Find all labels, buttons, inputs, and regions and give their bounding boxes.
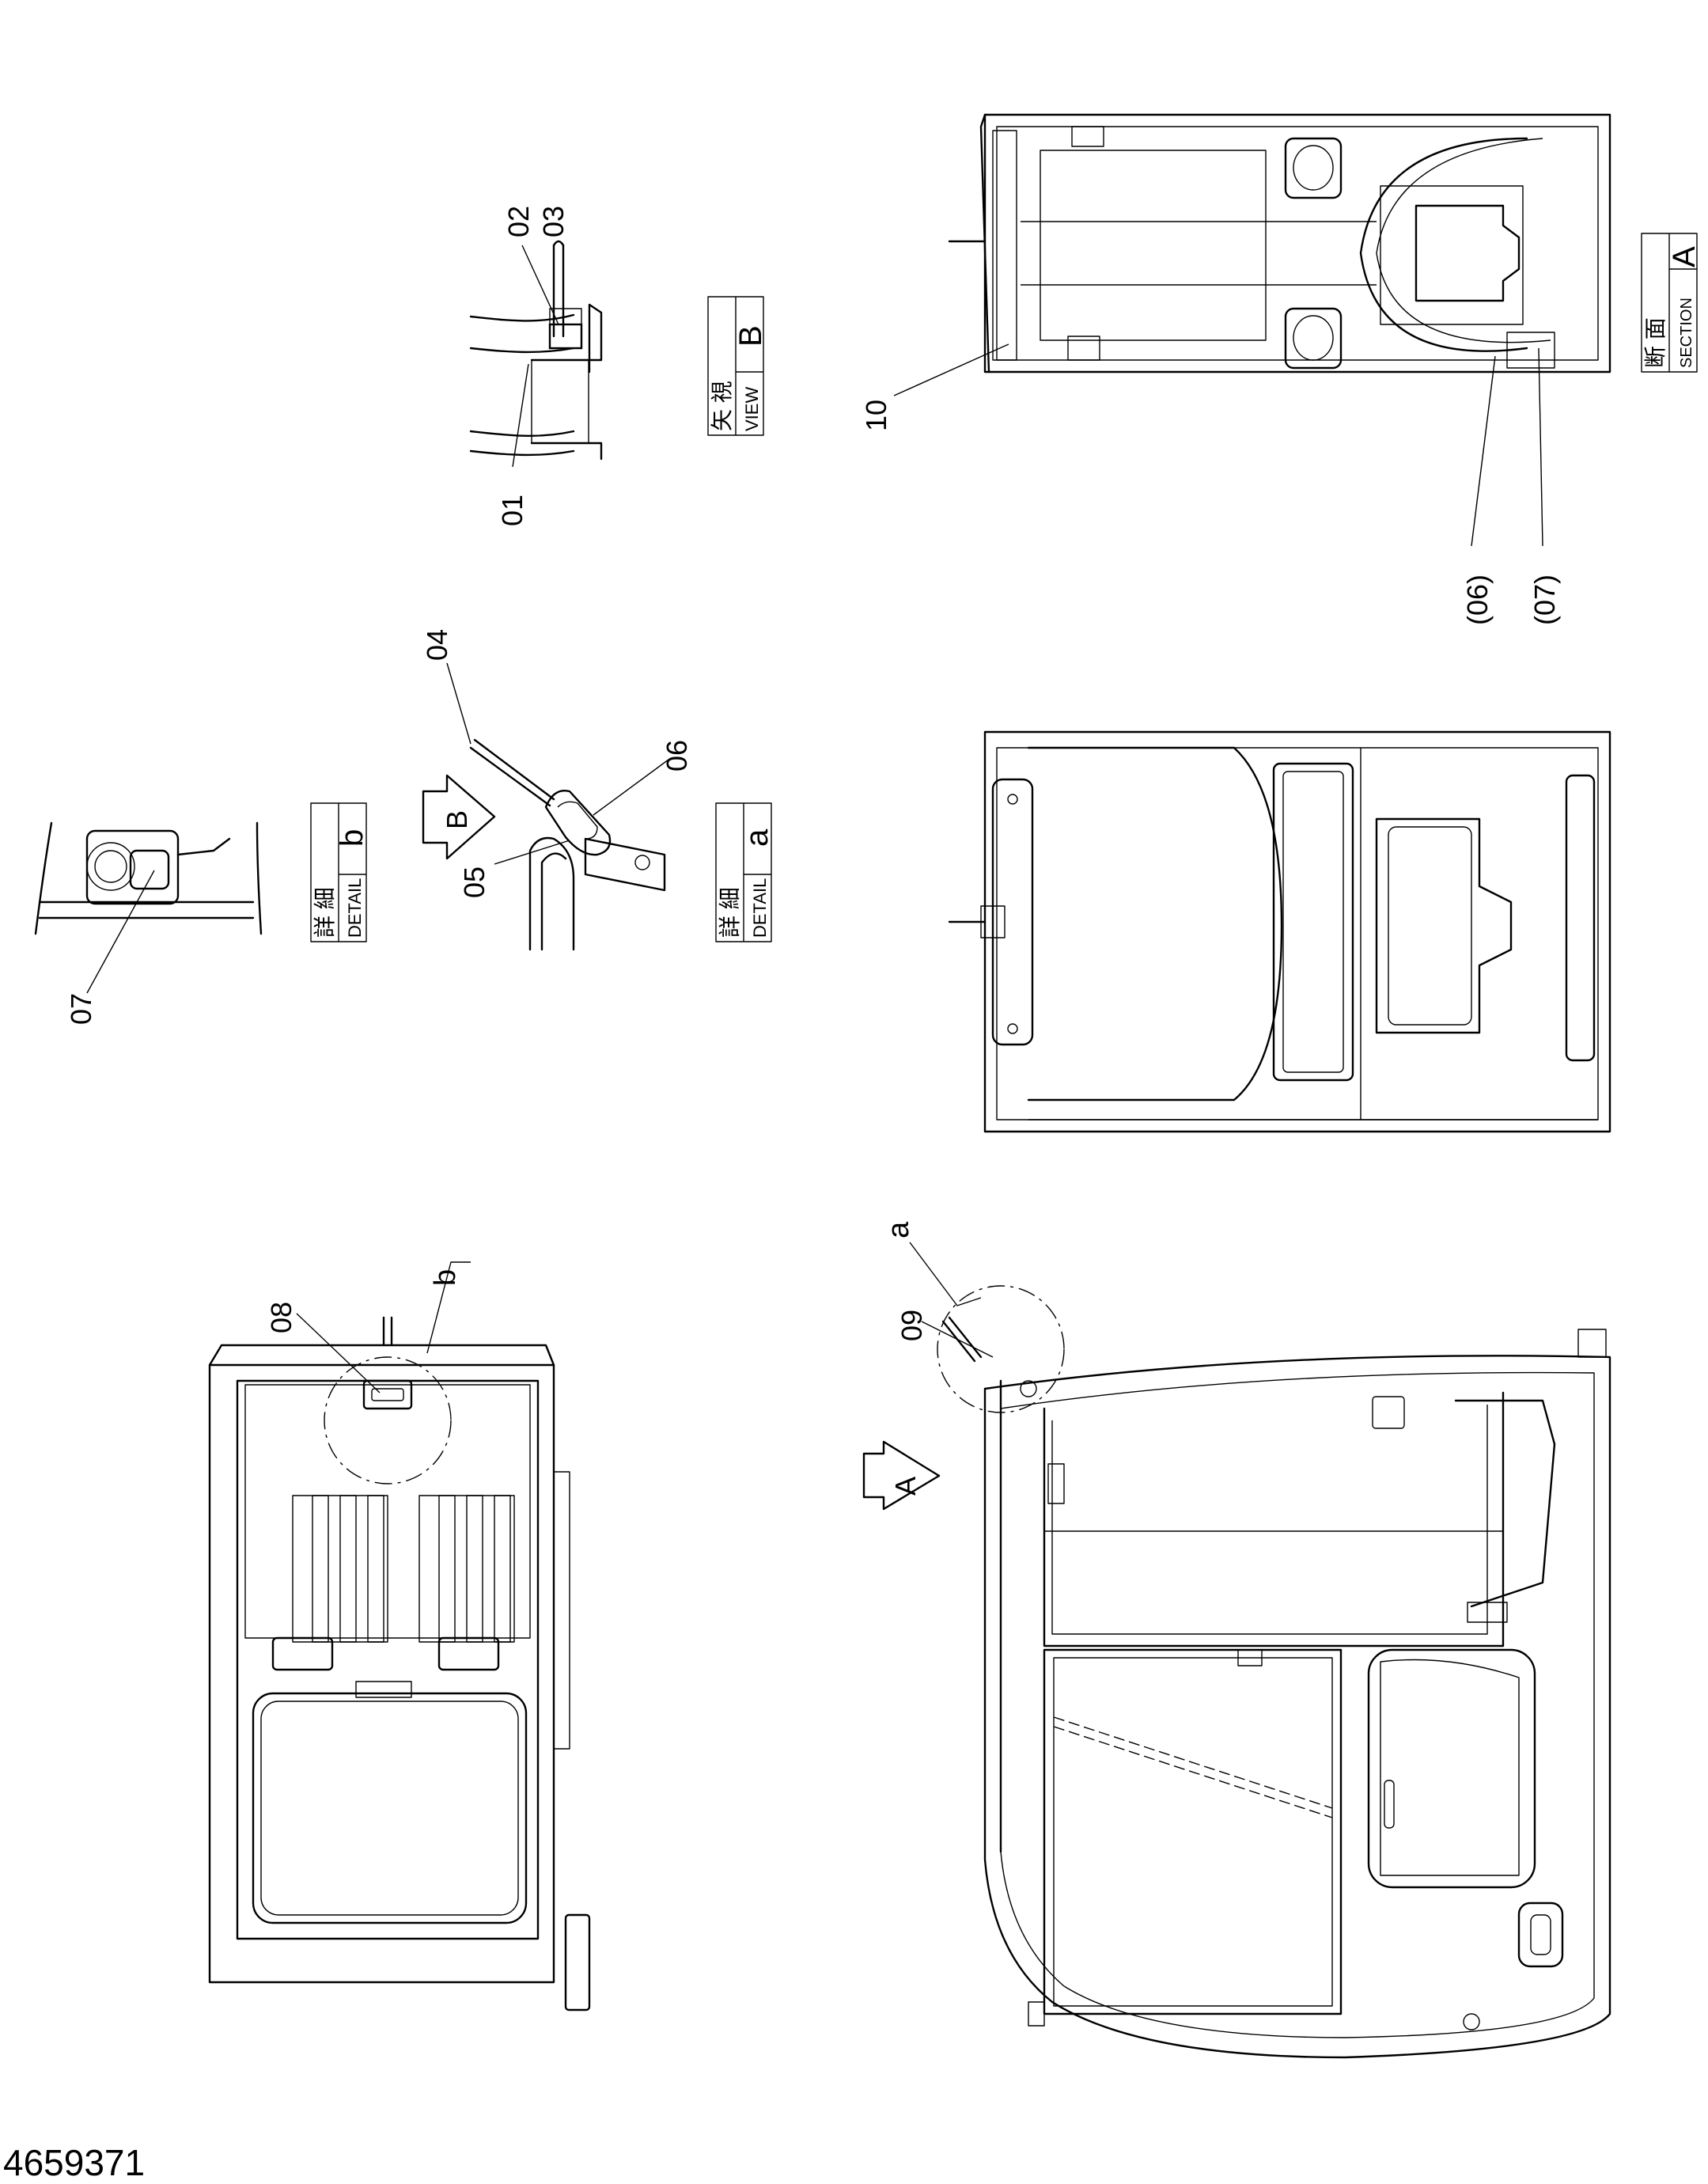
front-view-drawing [208, 1316, 591, 2011]
side-view-leaders [909, 1242, 994, 1363]
front-view-leaders [296, 1261, 471, 1393]
svg-text:矢 視: 矢 視 [710, 381, 734, 431]
callout-06: 06 [661, 740, 693, 772]
detail-a-leaders [446, 662, 669, 865]
side-view-drawing [983, 1329, 1611, 2059]
svg-text:01: 01 [496, 495, 528, 526]
svg-text:(06): (06) [1461, 574, 1494, 625]
svg-text:(07): (07) [1528, 574, 1561, 625]
callout-03: 03 [537, 206, 570, 237]
detail-a-ref: a [882, 1221, 915, 1238]
svg-text:DETAIL: DETAIL [345, 878, 365, 938]
svg-text:10: 10 [860, 400, 892, 431]
svg-text:06: 06 [661, 740, 693, 772]
section-a-label: 断 面 SECTION A [1641, 233, 1702, 373]
svg-text:02: 02 [502, 206, 535, 237]
callout-02: 02 [502, 206, 535, 237]
svg-text:断 面: 断 面 [1643, 317, 1668, 368]
svg-text:08: 08 [265, 1302, 297, 1333]
callout-06-ref: (06) [1461, 574, 1494, 625]
svg-text:詳 細: 詳 細 [312, 887, 337, 938]
svg-text:09: 09 [896, 1310, 928, 1341]
detail-b-label: 詳 細 DETAIL b [310, 802, 369, 942]
svg-text:04: 04 [421, 629, 453, 661]
top-view-drawing [948, 730, 1611, 1133]
svg-text:A: A [1667, 246, 1702, 267]
detail-b-leader [86, 870, 155, 994]
detail-b-circle [324, 1356, 452, 1484]
view-b-arrow: B [422, 774, 496, 860]
svg-text:DETAIL: DETAIL [750, 878, 770, 938]
svg-text:07: 07 [65, 993, 97, 1025]
svg-text:b: b [429, 1269, 462, 1286]
detail-a-drawing [469, 738, 666, 951]
section-a-drawing [948, 113, 1611, 373]
filter-pleats [292, 1495, 515, 1643]
svg-text:b: b [335, 829, 369, 847]
callout-08: 08 [265, 1302, 297, 1333]
drawing-number: 4659371 [3, 2142, 146, 2183]
svg-text:B: B [733, 325, 768, 347]
callout-09: 09 [896, 1310, 928, 1341]
detail-a-label: 詳 細 DETAIL a [715, 802, 774, 942]
callout-07-ref: (07) [1528, 574, 1561, 625]
section-a-arrow: A [862, 1440, 941, 1511]
view-b-drawing [469, 240, 603, 461]
section-a-leaders [893, 343, 1543, 547]
svg-text:詳 細: 詳 細 [718, 887, 742, 938]
svg-text:VIEW: VIEW [742, 387, 762, 431]
callout-10: 10 [860, 400, 892, 431]
svg-text:a: a [882, 1221, 915, 1238]
svg-text:SECTION: SECTION [1678, 298, 1695, 368]
svg-text:A: A [889, 1477, 922, 1496]
svg-text:05: 05 [458, 866, 490, 898]
detail-a-circle [937, 1285, 1065, 1413]
callout-07: 07 [65, 993, 97, 1025]
callout-05: 05 [458, 866, 490, 898]
svg-text:B: B [441, 810, 473, 829]
detail-b-ref: b [429, 1269, 462, 1286]
view-b-label: 矢 視 VIEW B [707, 296, 768, 436]
callout-01: 01 [496, 495, 528, 526]
detail-b-drawing [34, 821, 263, 935]
callout-04: 04 [421, 629, 453, 661]
view-b-leaders [512, 245, 559, 468]
svg-text:a: a [740, 828, 774, 847]
svg-text:03: 03 [537, 206, 570, 237]
